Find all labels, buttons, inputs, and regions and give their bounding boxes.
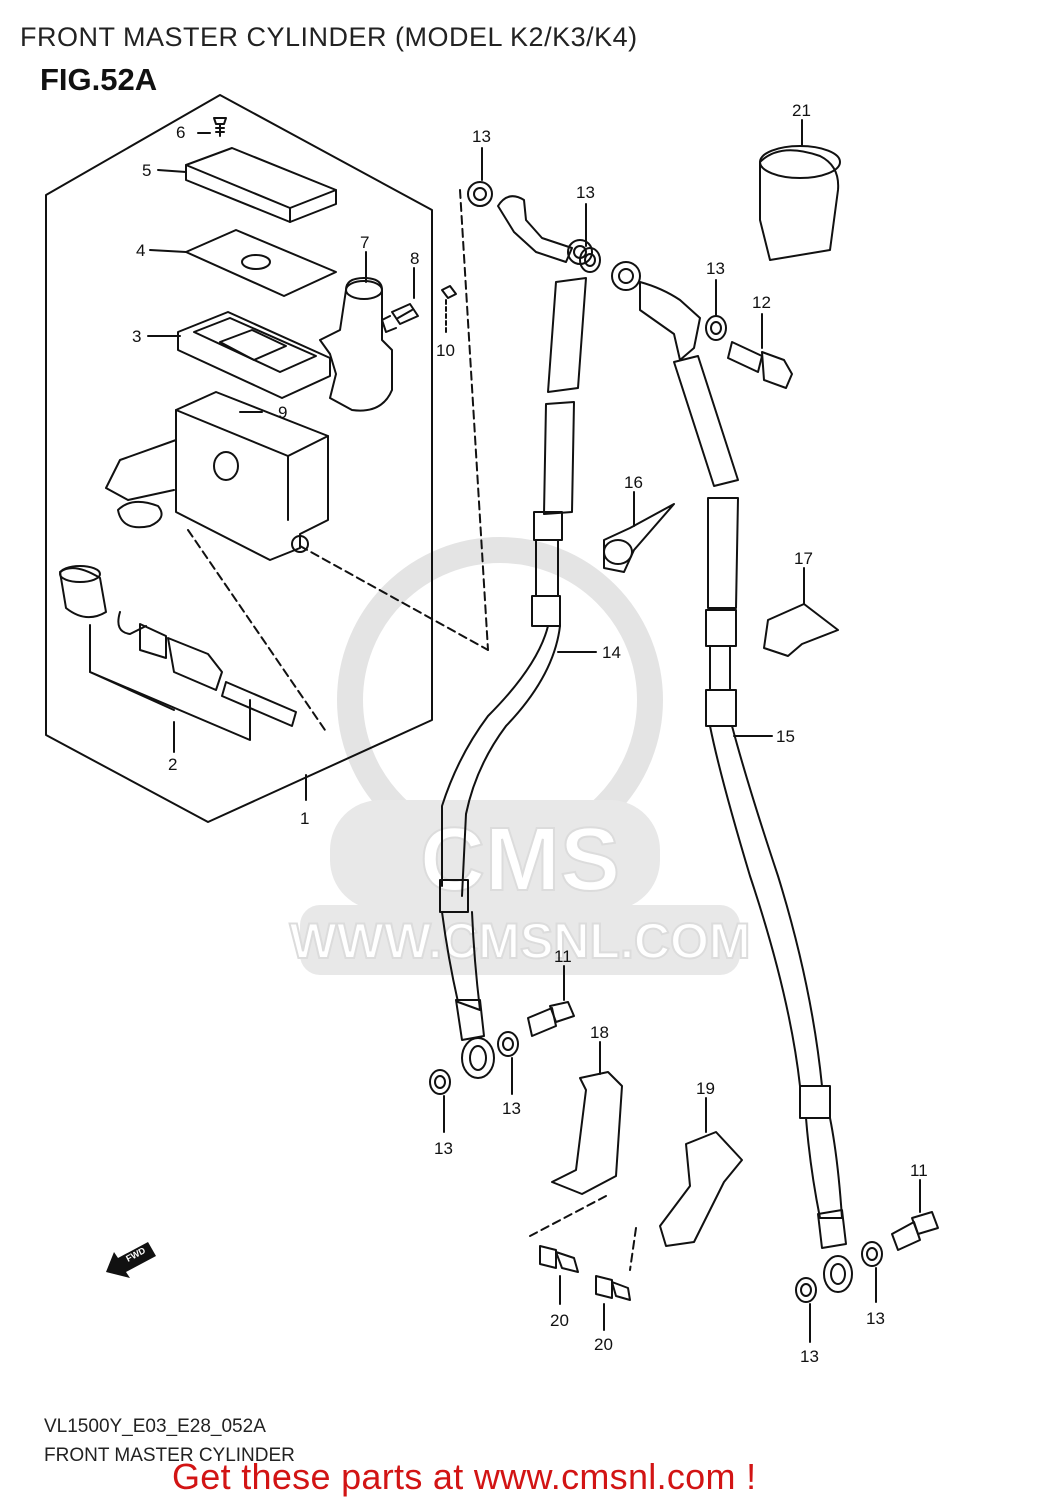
part-label-8: 8	[410, 249, 419, 268]
washer-icon	[579, 247, 601, 273]
diagram-name: FRONT MASTER CYLINDER	[44, 1445, 295, 1466]
washer-icon	[795, 1277, 817, 1303]
brake-hose-15-icon	[611, 261, 853, 1293]
bolt-20-icon	[595, 1275, 631, 1301]
part-label-13: 13	[472, 127, 491, 146]
part-label-12: 12	[752, 293, 771, 312]
bolt-11-icon	[891, 1211, 939, 1251]
page-title: FRONT MASTER CYLINDER (MODEL K2/K3/K4)	[20, 22, 638, 52]
bolt-12-icon	[727, 341, 793, 389]
figure-number: FIG.52A	[40, 62, 158, 97]
bolt-20-icon	[539, 1245, 579, 1273]
watermark-url: WWW.CMSNL.COM	[289, 913, 750, 969]
screw-icon	[213, 117, 227, 137]
hose-clamp-17-icon	[763, 603, 839, 657]
fwd-arrow-icon: FWD	[106, 1242, 156, 1278]
part-label-13: 13	[866, 1309, 885, 1328]
part-label-13: 13	[576, 183, 595, 202]
piston-kit-icon	[59, 565, 297, 727]
call-to-action-link[interactable]: Get these parts at www.cmsnl.com !	[172, 1456, 757, 1497]
washer-icon	[861, 1241, 883, 1267]
part-label-13: 13	[502, 1099, 521, 1118]
part-label-9: 9	[278, 403, 287, 422]
part-label-14: 14	[602, 643, 621, 662]
part-label-20: 20	[550, 1311, 569, 1330]
part-label-18: 18	[590, 1023, 609, 1042]
bracket-19-icon	[659, 1131, 743, 1247]
part-label-15: 15	[776, 727, 795, 746]
part-label-5: 5	[142, 161, 151, 180]
hose-clamp-16-icon	[603, 503, 675, 573]
washer-small-icon	[441, 285, 457, 299]
part-label-21: 21	[792, 101, 811, 120]
bolt-icon	[381, 303, 419, 333]
part-label-11: 11	[554, 947, 572, 966]
part-label-13: 13	[800, 1347, 819, 1366]
part-label-6: 6	[176, 123, 185, 142]
part-label-4: 4	[136, 241, 145, 260]
model-code: VL1500Y_E03_E28_052A	[44, 1416, 266, 1437]
washer-icon	[429, 1069, 451, 1095]
bolt-11-icon	[527, 1001, 575, 1037]
part-label-20: 20	[594, 1335, 613, 1354]
part-label-16: 16	[624, 473, 643, 492]
part-label-17: 17	[794, 549, 813, 568]
part-label-19: 19	[696, 1079, 715, 1098]
master-cylinder-body-icon	[175, 391, 329, 561]
part-label-13: 13	[434, 1139, 453, 1158]
assembly-outline	[45, 94, 433, 823]
watermark-brand: CMS	[420, 810, 620, 910]
part-label-2: 2	[168, 755, 177, 774]
bracket-18-icon	[551, 1071, 623, 1195]
washer-icon	[497, 1031, 519, 1057]
part-label-3: 3	[132, 327, 141, 346]
part-label-1: 1	[300, 809, 309, 828]
part-label-11: 11	[910, 1161, 928, 1180]
reservoir-cap-icon	[185, 147, 337, 223]
part-label-10: 10	[436, 341, 455, 360]
part-label-7: 7	[360, 233, 369, 252]
brake-hose-14-icon	[439, 181, 593, 1079]
washer-icon	[705, 315, 727, 341]
diaphragm-icon	[177, 311, 331, 399]
part-label-13: 13	[706, 259, 725, 278]
cap-plate-icon	[185, 229, 337, 297]
switch-cover-icon	[759, 149, 840, 261]
